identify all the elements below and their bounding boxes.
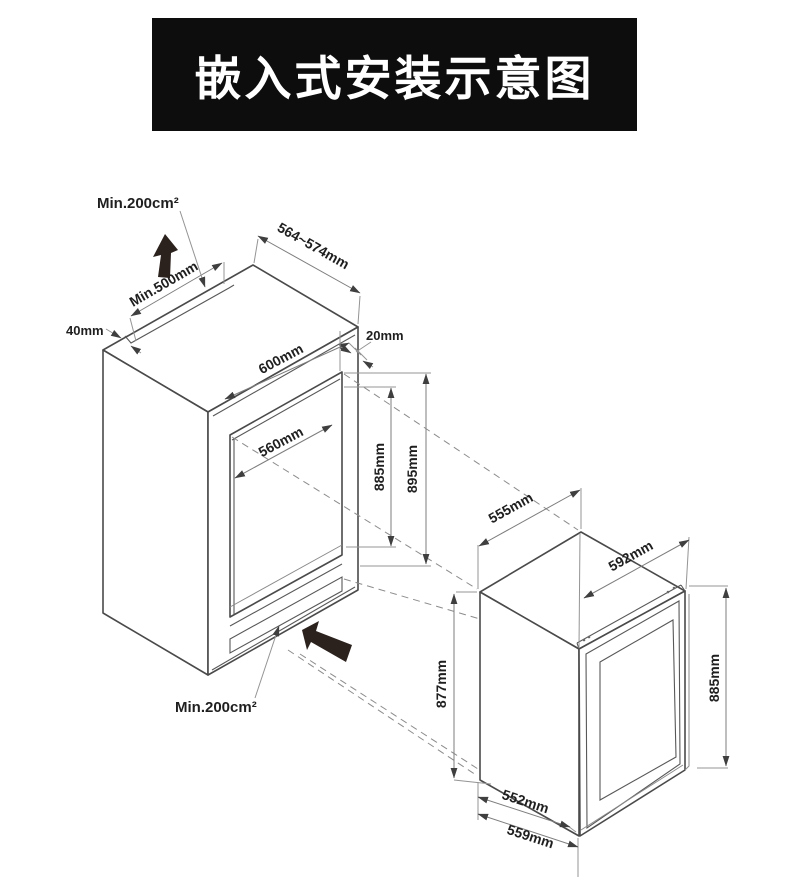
dim-outer-height: 895mm — [404, 445, 420, 493]
dim-overall-depth: 559mm — [505, 821, 556, 851]
dim-rear-gap: 40mm — [66, 323, 104, 338]
screw-dot — [587, 635, 591, 639]
airflow-out-arrow — [153, 234, 178, 278]
dim-rear-height: 877mm — [433, 660, 449, 708]
dim-inner-height: 885mm — [371, 443, 387, 491]
dim-front-overlap: 20mm — [366, 328, 404, 343]
label-top-vent-area: Min.200cm² — [97, 195, 179, 212]
niche-bottom-vent-slot — [229, 576, 343, 654]
label-bottom-vent-area: Min.200cm² — [175, 699, 257, 716]
dim-niche-depth: 564~574mm — [275, 219, 352, 272]
door-glass-window — [599, 619, 677, 801]
door-inner-frame — [585, 600, 681, 830]
title-banner: 嵌入式安装示意图 — [152, 18, 637, 131]
dim-top-depth: 555mm — [486, 489, 536, 526]
airflow-in-arrow — [302, 621, 352, 662]
appliance — [479, 531, 690, 837]
screw-dot — [582, 638, 586, 642]
screw-dot — [672, 586, 676, 590]
page-title: 嵌入式安装示意图 — [194, 52, 595, 105]
cabinet-niche — [102, 264, 359, 676]
appliance-left-face — [479, 591, 580, 837]
dim-front-height: 885mm — [706, 654, 722, 702]
screw-dot — [666, 590, 670, 594]
